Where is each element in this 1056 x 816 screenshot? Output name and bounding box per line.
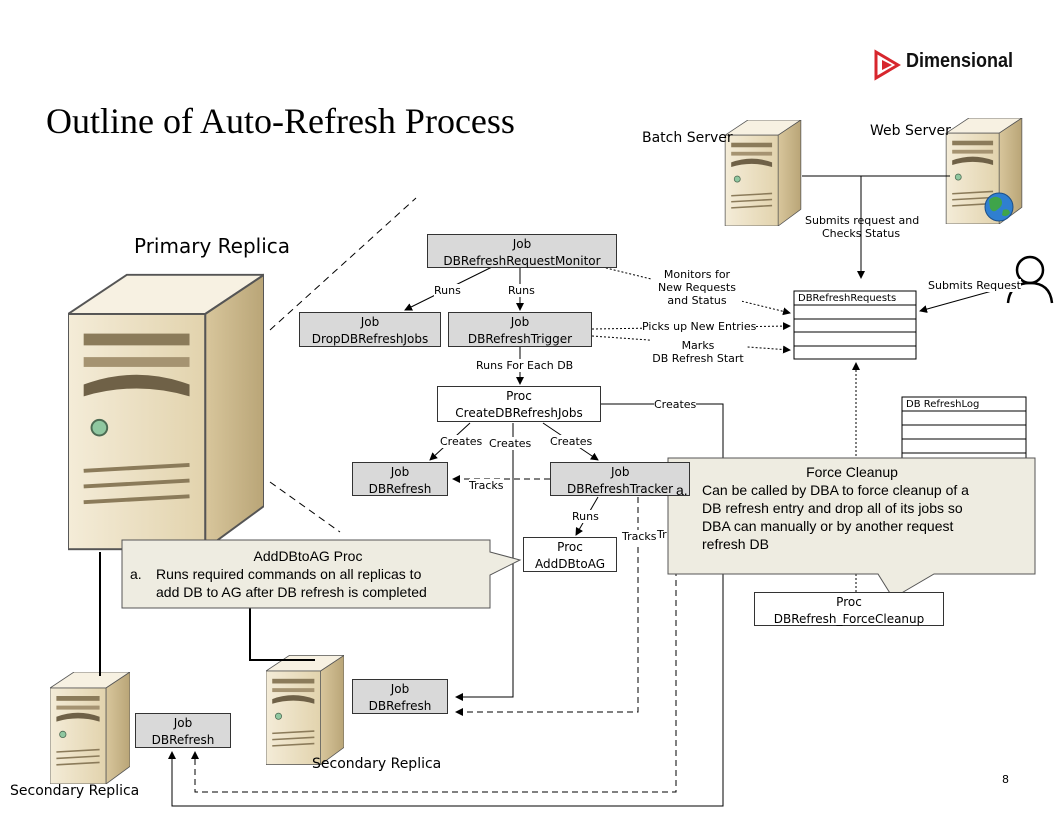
item-line: Can be called by DBA to force cleanup of…	[702, 482, 969, 498]
item-marker: a.	[130, 566, 142, 582]
item-text: Runs required commands on all replicas t…	[156, 565, 427, 601]
label-tracks-secondary: Tracks	[622, 530, 657, 543]
box-name: DBRefreshRequestMonitor	[443, 254, 601, 268]
proc-createdbrefreshjobs[interactable]: Proc CreateDBRefreshJobs	[437, 386, 601, 422]
box-kind: Job	[611, 465, 630, 479]
job-dropdbrefreshjobs[interactable]: Job DropDBRefreshJobs	[299, 312, 441, 347]
dbrefreshlog-table	[901, 396, 1027, 460]
label-line: and Status	[667, 294, 727, 307]
secondary-replica-1-label: Secondary Replica	[10, 783, 140, 799]
label-creates-remote: Creates	[654, 398, 697, 411]
batch-server-icon	[724, 120, 802, 226]
box-kind: Proc	[506, 389, 532, 403]
item-line: refresh DB	[702, 536, 769, 552]
cleanup-callout: Force Cleanup a. Can be called by DBA to…	[676, 463, 1028, 553]
box-kind: Proc	[836, 595, 862, 609]
callout-item: a. Can be called by DBA to force cleanup…	[676, 481, 1028, 553]
box-name: DBRefresh_ForceCleanup	[773, 612, 925, 626]
label-submits-request-status: Submits request and Checks Status	[805, 214, 920, 240]
item-line: add DB to AG after DB refresh is complet…	[156, 584, 427, 600]
label-line: Submits request and	[805, 214, 920, 227]
addtoag-callout: AddDBtoAG Proc a. Runs required commands…	[130, 547, 486, 601]
label-creates-primary: Creates	[440, 435, 483, 448]
dimensional-logo-icon	[874, 49, 901, 81]
callout-title: AddDBtoAG Proc	[253, 548, 363, 564]
box-name: AddDBtoAG	[534, 557, 606, 571]
item-line: DB refresh entry and drop all of its job…	[702, 500, 963, 516]
label-runs-for-each-db: Runs For Each DB	[476, 359, 574, 372]
label-runs-drop: Runs	[434, 284, 461, 297]
dbrefreshlog-table-title: DB RefreshLog	[906, 399, 980, 410]
box-kind: Job	[173, 716, 193, 730]
label-submits-request: Submits Request	[928, 279, 1021, 292]
secondary-replica-1-server-icon	[50, 672, 130, 784]
label-picks-up: Picks up New Entries	[642, 320, 757, 333]
slide-title: Outline of Auto-Refresh Process	[46, 101, 515, 141]
box-kind: Job	[510, 315, 530, 329]
job-dbrefresh-secondary-2[interactable]: Job DBRefresh	[352, 679, 448, 714]
label-monitors: Monitors for New Requests and Status	[652, 268, 742, 307]
label-runs-addtoag: Runs	[572, 510, 599, 523]
batch-server-label: Batch Server	[642, 130, 733, 146]
label-line: Checks Status	[821, 227, 901, 240]
dbrefreshrequests-table-title: DBRefreshRequests	[798, 293, 897, 304]
label-runs-trigger: Runs	[508, 284, 535, 297]
proc-dbrefresh-forcecleanup[interactable]: Proc DBRefresh_ForceCleanup	[754, 592, 944, 626]
box-name: DBRefresh	[151, 733, 215, 747]
callout-item: a. Runs required commands on all replica…	[130, 565, 486, 601]
cleanup-callout-shape	[667, 457, 1036, 599]
label-creates-tracker: Creates	[550, 435, 593, 448]
box-name: DBRefresh	[368, 699, 432, 713]
dbrefreshrequests-table	[793, 290, 917, 360]
item-line: Runs required commands on all replicas t…	[156, 566, 422, 582]
page-number: 8	[1002, 773, 1009, 786]
item-text: Can be called by DBA to force cleanup of…	[702, 481, 969, 553]
box-kind: Job	[390, 682, 410, 696]
label-tracks-primary: Tracks	[469, 479, 504, 492]
box-name: DBRefreshTrigger	[467, 332, 573, 346]
box-kind: Proc	[557, 540, 583, 554]
job-dbrefresh-secondary-1[interactable]: Job DBRefresh	[135, 713, 231, 748]
item-line: DBA can manually or by another request	[702, 518, 954, 534]
label-marks: Marks DB Refresh Start	[650, 339, 746, 365]
label-line: DB Refresh Start	[652, 352, 744, 365]
web-server-label: Web Server	[870, 123, 951, 139]
logo-text: Dimensional	[906, 50, 1014, 72]
label-line: Marks	[681, 339, 715, 352]
label-tracks-cut: Tr	[657, 528, 667, 541]
secondary-replica-2-label: Secondary Replica	[312, 756, 442, 772]
item-marker: a.	[676, 482, 688, 498]
box-name: DBRefreshTracker	[567, 482, 674, 496]
box-name: DropDBRefreshJobs	[311, 332, 429, 346]
label-line: Monitors for	[663, 268, 731, 281]
label-creates-secondary: Creates	[489, 437, 532, 450]
addtoag-callout-shape	[121, 539, 522, 609]
primary-replica-server-icon	[68, 272, 264, 552]
box-kind: Job	[512, 237, 532, 251]
globe-icon	[984, 192, 1014, 222]
user-icon	[1006, 255, 1054, 304]
label-line: New Requests	[658, 281, 736, 294]
proc-adddbtoag[interactable]: Proc AddDBtoAG	[523, 537, 617, 572]
primary-replica-label: Primary Replica	[134, 234, 291, 258]
job-dbrefreshrequestmonitor[interactable]: Job DBRefreshRequestMonitor	[427, 234, 617, 268]
logo: Dimensional	[874, 50, 1025, 73]
job-dbrefreshtracker[interactable]: Job DBRefreshTracker	[550, 462, 690, 496]
secondary-replica-2-server-icon	[266, 655, 344, 765]
box-name: CreateDBRefreshJobs	[455, 406, 583, 420]
job-dbrefreshtrigger[interactable]: Job DBRefreshTrigger	[448, 312, 592, 347]
box-kind: Job	[360, 315, 380, 329]
box-kind: Job	[390, 465, 410, 479]
job-dbrefresh-primary[interactable]: Job DBRefresh	[352, 462, 448, 496]
box-name: DBRefresh	[368, 482, 432, 496]
callout-title: Force Cleanup	[806, 464, 898, 480]
